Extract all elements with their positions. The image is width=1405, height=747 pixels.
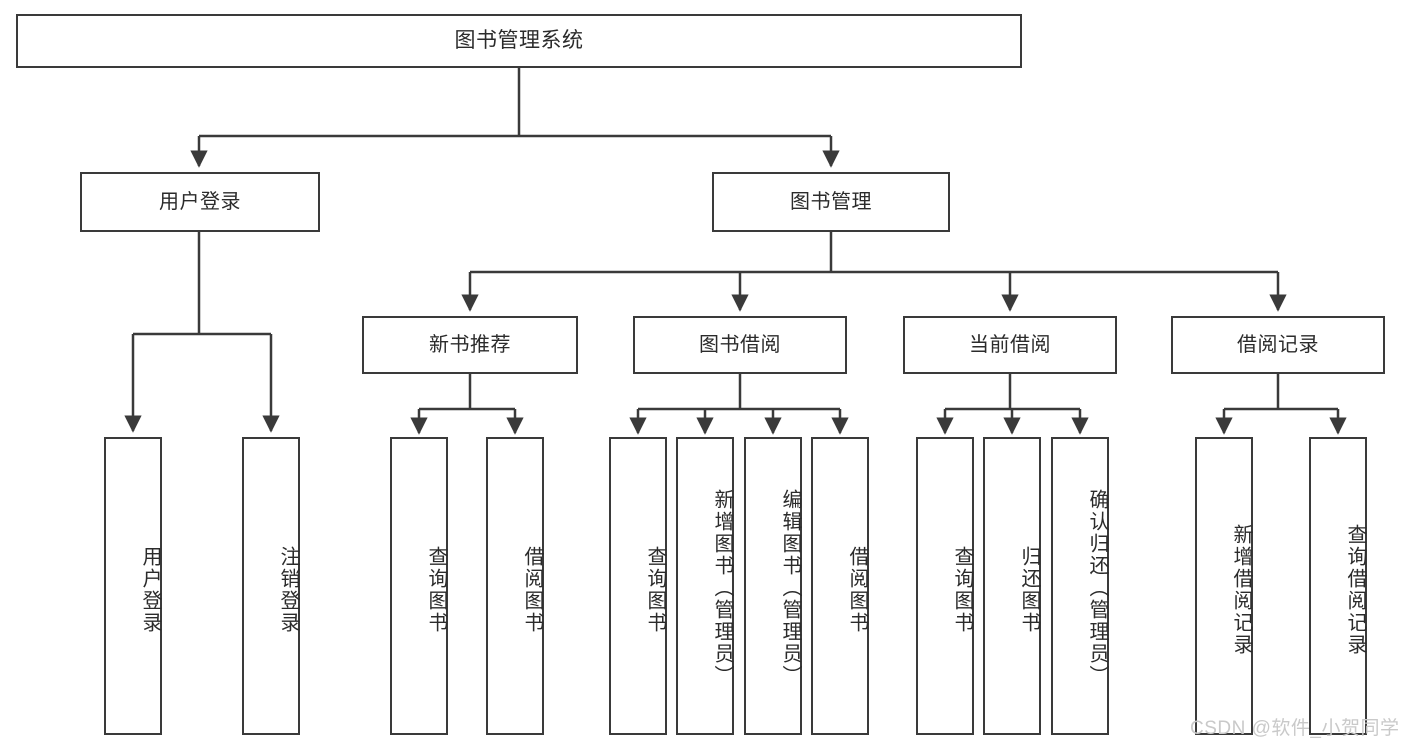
leaf-label: 借阅图书 [846,546,868,634]
leaf-book-borrow-borrow: 借阅图书 [811,437,869,735]
leaf-label: 查询借阅记录 [1344,524,1366,656]
leaf-new-book-query: 查询图书 [390,437,448,735]
leaf-book-borrow-add: 新增图书（管理员） [676,437,734,735]
leaf-label: 归还图书 [1018,546,1040,634]
leaf-label: 确认归还（管理员） [1086,489,1108,687]
leaf-borrow-record-add: 新增借阅记录 [1195,437,1253,735]
leaf-book-borrow-edit: 编辑图书（管理员） [744,437,802,735]
leaf-label: 编辑图书（管理员） [779,489,801,687]
leaf-current-borrow-query: 查询图书 [916,437,974,735]
node-book-management[interactable]: 图书管理 [712,172,950,232]
leaf-label: 查询图书 [425,546,447,634]
leaf-label: 查询图书 [644,546,666,634]
node-new-book-recommend[interactable]: 新书推荐 [362,316,578,374]
watermark-csdn: CSDN @软件_小贺同学 [1190,718,1400,739]
leaf-current-borrow-confirm-return: 确认归还（管理员） [1051,437,1109,735]
leaf-new-book-borrow: 借阅图书 [486,437,544,735]
leaf-label: 用户登录 [139,546,161,634]
node-root-system[interactable]: 图书管理系统 [16,14,1022,68]
leaf-user-login-logout: 注销登录 [242,437,300,735]
leaf-label: 新增图书（管理员） [711,489,733,687]
leaf-label: 借阅图书 [521,546,543,634]
leaf-user-login-login: 用户登录 [104,437,162,735]
leaf-label: 注销登录 [277,546,299,634]
leaf-label: 查询图书 [951,546,973,634]
leaf-label: 新增借阅记录 [1230,524,1252,656]
leaf-borrow-record-query: 查询借阅记录 [1309,437,1367,735]
node-borrow-record[interactable]: 借阅记录 [1171,316,1385,374]
leaf-book-borrow-query: 查询图书 [609,437,667,735]
node-current-borrow[interactable]: 当前借阅 [903,316,1117,374]
node-user-login[interactable]: 用户登录 [80,172,320,232]
node-book-borrow[interactable]: 图书借阅 [633,316,847,374]
leaf-current-borrow-return: 归还图书 [983,437,1041,735]
